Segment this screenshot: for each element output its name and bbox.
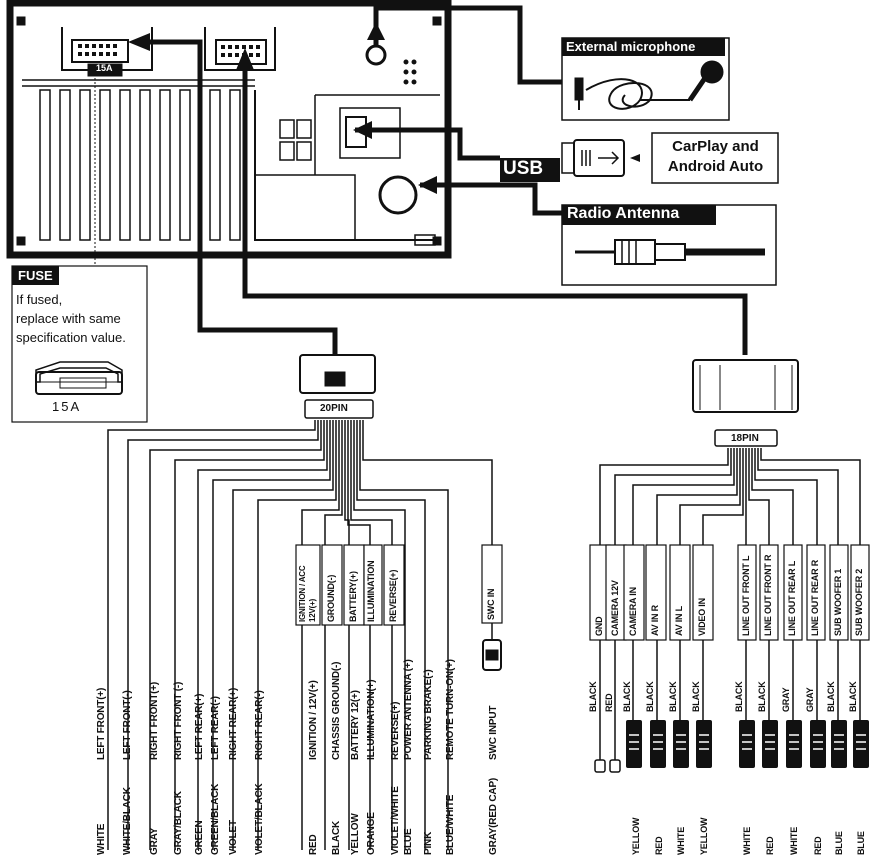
rca-plugs xyxy=(626,720,869,768)
tag-18pin: AV IN L xyxy=(674,606,684,636)
wire-color-label: GRAY(RED CAP) xyxy=(488,777,499,855)
tag-reverse: REVERSE(+) xyxy=(388,569,398,622)
tag-18pin: SUB WOOFER 2 xyxy=(854,568,864,636)
wire-color-18pin: RED xyxy=(604,693,614,712)
tag-18pin: GND xyxy=(594,616,604,636)
fuse-note-line3: specification value. xyxy=(16,330,126,345)
carplay-label: CarPlay and Android Auto xyxy=(667,138,764,175)
wire-function-label: RIGHT REAR(-) xyxy=(254,690,265,760)
wire-function-label: IGNITION / 12V(+) xyxy=(308,680,319,760)
wire-color-label: YELLOW xyxy=(350,813,361,855)
tag-18pin: VIDEO IN xyxy=(697,598,707,636)
wire-function-label: LEFT REAR(-) xyxy=(210,696,221,760)
wire-color-label: BLACK xyxy=(331,821,342,855)
tag-illumination: ILLUMINATION xyxy=(366,560,376,622)
wire-function-label: BATTERY 12(+) xyxy=(350,690,361,760)
fuse-note-line2: replace with same xyxy=(16,311,121,326)
tag-boxes-18pin xyxy=(589,544,870,641)
fuse-title: FUSE xyxy=(12,266,59,285)
socket-20pin xyxy=(71,39,129,77)
tag-18pin: CAMERA 12V xyxy=(610,580,620,636)
tag-18pin: LINE OUT REAR L xyxy=(787,561,797,636)
tag-18pin: AV IN R xyxy=(650,605,660,636)
plug-color-label: WHITE xyxy=(742,827,752,855)
socket-fuse-label: 15A xyxy=(96,63,113,73)
wire-function-label: REMOTE TURN-ON(+) xyxy=(445,659,456,760)
tag-ignition: IGNITION / ACC 12V(+) xyxy=(298,565,317,622)
tag-boxes-20pin xyxy=(295,544,503,626)
connector-18pin-label: 18PIN xyxy=(731,433,759,444)
plug-color-label: YELLOW xyxy=(699,817,709,855)
wire-function-label: RIGHT REAR(+) xyxy=(228,687,239,760)
wire-color-label: WHITE xyxy=(96,823,107,855)
tag-18pin: LINE OUT REAR R xyxy=(810,559,820,636)
wire-color-18pin: BLACK xyxy=(757,681,767,713)
plug-color-label: WHITE xyxy=(676,827,686,855)
usb-label: USB xyxy=(503,158,544,179)
wire-function-label: ILLUMINATION(+) xyxy=(366,679,377,760)
wire-color-18pin: GRAY xyxy=(781,687,791,712)
plug-color-label: RED xyxy=(765,836,775,855)
wire-function-label: RIGHT FRONT (-) xyxy=(173,681,184,760)
wire-function-label: PARKING BRAKE(-) xyxy=(423,669,434,761)
plug-color-label: YELLOW xyxy=(631,817,641,855)
plug-color-label: RED xyxy=(654,836,664,855)
wire-function-label: LEFT FRONT(-) xyxy=(122,690,133,760)
wire-color-label: ORANGE xyxy=(366,812,377,855)
tag-battery: BATTERY(+) xyxy=(348,571,358,622)
tag-swc-in: SWC IN xyxy=(486,588,496,620)
connector-20pin-body xyxy=(107,354,502,850)
connector-20pin-label: 20PIN xyxy=(320,403,348,414)
fuse-callout xyxy=(11,78,148,423)
tag-18pin: SUB WOOFER 1 xyxy=(833,568,843,636)
tag-18pin: CAMERA IN xyxy=(628,587,638,636)
fuse-note-line1: If fused, xyxy=(16,292,63,307)
wire-color-18pin: BLACK xyxy=(622,681,632,713)
wire-color-label: WHITE/BLACK xyxy=(122,787,133,855)
wire-color-label: GRAY xyxy=(149,827,160,855)
wire-function-label: CHASSIS GROUND(-) xyxy=(331,661,342,760)
wire-function-label: SWC INPUT xyxy=(488,705,499,760)
plug-color-label: BLUE xyxy=(856,831,866,855)
wire-color-18pin: BLACK xyxy=(645,681,655,713)
wire-color-label: GREEN/BLACK xyxy=(210,783,221,855)
plug-color-label: WHITE xyxy=(789,827,799,855)
wire-color-18pin: BLACK xyxy=(588,681,598,713)
tag-18pin: LINE OUT FRONT L xyxy=(741,555,751,636)
plug-color-label: BLUE xyxy=(834,831,844,855)
wire-color-label: GREEN xyxy=(194,820,205,855)
wire-function-label: REVERSE(+) xyxy=(390,701,401,760)
wire-color-label: GRAY/BLACK xyxy=(173,791,184,855)
plug-color-label: RED xyxy=(813,836,823,855)
wire-color-label: RED xyxy=(308,834,319,855)
wire-function-label: LEFT FRONT(+) xyxy=(96,687,107,760)
external-microphone-label: External microphone xyxy=(562,38,725,56)
wire-color-label: BLUE/WHITE xyxy=(445,794,456,855)
wire-color-label: PINK xyxy=(423,831,434,855)
antenna-callout xyxy=(561,204,777,286)
wire-function-label: POWER ANTENNA (+) xyxy=(403,659,414,760)
wire-color-18pin: BLACK xyxy=(826,681,836,713)
wire-color-label: BLUE xyxy=(403,828,414,855)
arrows xyxy=(128,22,437,194)
routing-lines xyxy=(150,5,748,355)
tag-18pin: LINE OUT FRONT R xyxy=(763,554,773,636)
wire-color-18pin: BLACK xyxy=(668,681,678,713)
radio-antenna-label: Radio Antenna xyxy=(567,205,680,222)
wire-color-18pin: GRAY xyxy=(805,687,815,712)
head-unit-rear-panel xyxy=(6,0,452,259)
usb-callout xyxy=(500,132,779,184)
wire-color-label: VIOLET xyxy=(228,820,239,855)
wire-color-18pin: BLACK xyxy=(848,681,858,713)
wire-color-18pin: BLACK xyxy=(734,681,744,713)
wire-function-label: RIGHT FRONT(+) xyxy=(149,681,160,760)
rca-plug-rings xyxy=(629,734,866,750)
wire-color-18pin: BLACK xyxy=(691,681,701,713)
wire-function-label: LEFT REAR(+) xyxy=(194,693,205,760)
wire-color-label: VIOLET/WHITE xyxy=(390,786,401,855)
wire-color-label: VIOLET/BLACK xyxy=(254,783,265,856)
tag-ground: GROUND(-) xyxy=(326,574,336,622)
fuse-rating-label: 15A xyxy=(52,399,82,414)
